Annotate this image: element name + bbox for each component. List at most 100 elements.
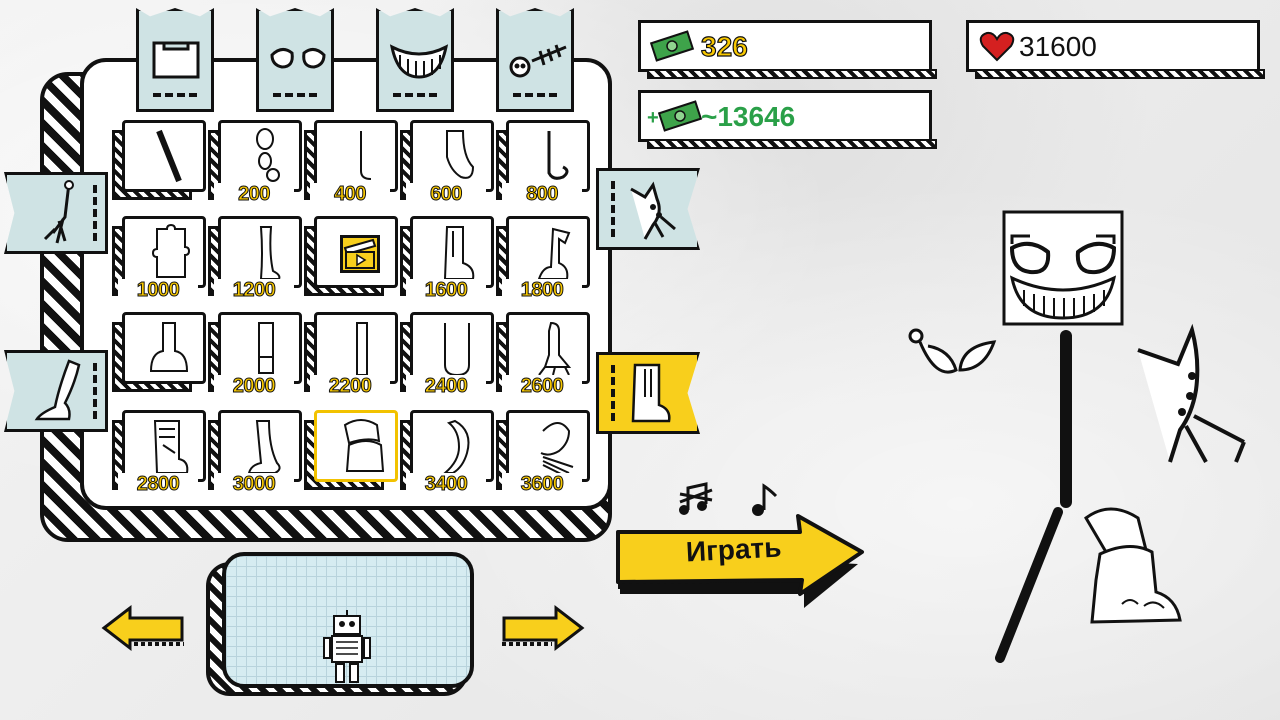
bell-foot-icon: [149, 322, 189, 372]
shop-item[interactable]: [304, 410, 398, 492]
shop-item-face: [122, 312, 206, 384]
shop-item-price: 400: [310, 183, 390, 206]
cash-bar: 326: [638, 20, 937, 79]
shop-item-face: [122, 120, 206, 192]
shop-item-price: 1800: [502, 279, 582, 302]
character-eyes-icon: [1009, 234, 1117, 275]
shop-item-price: 2200: [310, 375, 390, 398]
character-eye-accessory-icon: [908, 328, 997, 374]
character-claw-icon: [1137, 323, 1246, 463]
curved-leg-icon: [442, 419, 470, 474]
shop-item-price: 3400: [406, 473, 486, 496]
shop-item[interactable]: 1200: [208, 216, 302, 302]
shop-item-face: [218, 120, 302, 192]
video-clapper-icon: [340, 235, 380, 273]
health-bar: 31600: [966, 20, 1265, 79]
category-tab-feet[interactable]: [596, 352, 700, 434]
boot-leg-icon: [443, 226, 475, 280]
shop-item-face: [122, 216, 206, 288]
shop-item-face: [506, 410, 590, 482]
health-value: 31600: [1019, 31, 1097, 62]
shop-item-face: [410, 410, 494, 482]
shop-item-face: [506, 120, 590, 192]
next-arrow-button[interactable]: [498, 604, 586, 652]
sound-toggle-button[interactable]: [748, 480, 782, 520]
shop-item[interactable]: 2600: [496, 312, 590, 398]
category-tab-legs[interactable]: [4, 350, 108, 432]
shop-item-price: 800: [502, 183, 582, 206]
shop-item-face: [314, 312, 398, 384]
music-toggle-button[interactable]: [676, 480, 716, 520]
shop-item-price: 2800: [118, 473, 198, 496]
category-tab-mouth[interactable]: [376, 8, 454, 112]
income-value: ~13646: [701, 101, 796, 132]
shop-item[interactable]: 200: [208, 120, 302, 206]
head-shape-icon: [152, 41, 200, 79]
shop-item-price: 1000: [118, 279, 198, 302]
skull-bones-icon: [509, 44, 567, 78]
robot-leg-icon: [153, 420, 189, 474]
cash-value: 326: [700, 30, 748, 62]
shop-item[interactable]: [112, 312, 206, 394]
shop-item[interactable]: 1000: [112, 216, 206, 302]
category-tab-arms[interactable]: [4, 172, 108, 254]
play-button-label: Играть: [685, 531, 783, 568]
heart-icon: [979, 31, 1015, 62]
shop-item[interactable]: 400: [304, 120, 398, 206]
shop-item[interactable]: 2000: [208, 312, 302, 398]
shop-item[interactable]: 3600: [496, 410, 590, 496]
shop-item[interactable]: 600: [400, 120, 494, 206]
shop-item[interactable]: 800: [496, 120, 590, 206]
shop-item[interactable]: 1800: [496, 216, 590, 302]
shop-item-face: [410, 312, 494, 384]
bone-chain-icon: [256, 128, 280, 182]
category-tab-eyes[interactable]: [256, 8, 334, 112]
shop-item-face: [218, 312, 302, 384]
shop-item[interactable]: 1600: [400, 216, 494, 302]
tentacle-leg-icon: [540, 422, 574, 475]
shop-item[interactable]: [304, 216, 398, 298]
skeleton-arm-icon: [43, 180, 74, 244]
shop-item[interactable]: 3000: [208, 410, 302, 496]
hook-leg-icon: [547, 131, 569, 180]
rect-leg-icon: [258, 322, 274, 374]
shop-item[interactable]: 2200: [304, 312, 398, 398]
shop-item-face: [218, 410, 302, 482]
category-tab-head[interactable]: [136, 8, 214, 112]
shop-item-face: [314, 216, 398, 288]
category-tab-hands[interactable]: [596, 168, 700, 250]
income-prefix: +: [647, 107, 659, 129]
shop-item-face: [506, 216, 590, 288]
paw-leg-icon: [247, 420, 281, 474]
shop-item-price: 2400: [406, 375, 486, 398]
shop-item[interactable]: 3400: [400, 410, 494, 496]
creature-leg-icon: [537, 227, 571, 280]
shop-item-price: 200: [214, 183, 294, 206]
u-leg-icon: [444, 323, 470, 377]
shop-item[interactable]: [112, 120, 206, 202]
shop-item-price: 3600: [502, 473, 582, 496]
category-tab-extras[interactable]: [496, 8, 574, 112]
boot-icon: [631, 363, 671, 423]
bar-leg-icon: [356, 322, 368, 376]
shop-item-price: 1200: [214, 279, 294, 302]
play-arrow-shape: [616, 514, 864, 608]
shop-item[interactable]: 2800: [112, 410, 206, 496]
prev-arrow-button[interactable]: [100, 604, 188, 652]
cash-icon: [649, 30, 695, 62]
shop-item[interactable]: 2400: [400, 312, 494, 398]
sock-leg-icon: [446, 130, 475, 179]
play-button[interactable]: Играть: [614, 512, 866, 608]
robot-icon: [323, 610, 371, 683]
character-foot-icon: [1084, 507, 1182, 624]
character-leg: [995, 507, 1063, 663]
shop-item-face: [314, 120, 398, 192]
character-mouth-icon: [1009, 275, 1117, 320]
thin-leg-icon: [360, 131, 372, 180]
shop-item-face: [218, 216, 302, 288]
shop-item-face: [506, 312, 590, 384]
leg-icon: [34, 359, 81, 421]
shop-item-price: 2000: [214, 375, 294, 398]
character-preview: [908, 210, 1246, 663]
human-leg-icon: [259, 226, 281, 280]
